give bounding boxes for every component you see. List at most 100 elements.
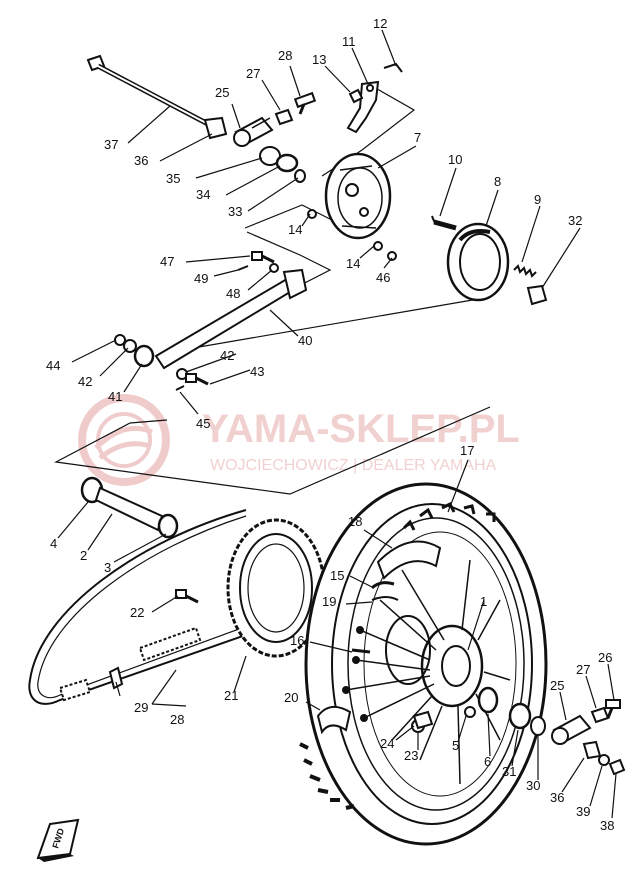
callout-38: 38 <box>600 818 614 833</box>
brake-shoe-8 <box>446 222 510 302</box>
line-art <box>28 29 626 846</box>
nut-27-upper <box>274 108 294 126</box>
chain-adjuster-25-right <box>551 714 592 745</box>
collar-41 <box>133 344 155 368</box>
bolt-47 <box>251 251 275 264</box>
callout-27b: 27 <box>576 662 590 677</box>
callout-26: 26 <box>598 650 612 665</box>
callout-47: 47 <box>160 254 174 269</box>
brake-cam-10 <box>431 215 457 231</box>
callout-7: 7 <box>414 130 421 145</box>
box-outer <box>169 296 491 353</box>
collar-3 <box>157 513 179 539</box>
callout-4: 4 <box>50 536 57 551</box>
callout-37: 37 <box>104 137 118 152</box>
bearing-5 <box>464 706 476 718</box>
callout-43: 43 <box>250 364 264 379</box>
callout-34: 34 <box>196 187 210 202</box>
box-upper-b <box>244 204 333 229</box>
bolt-43 <box>185 373 209 386</box>
callout-9: 9 <box>534 192 541 207</box>
callout-25b: 25 <box>550 678 564 693</box>
washer-39 <box>598 754 610 766</box>
callout-36b: 36 <box>550 790 564 805</box>
callout-42a: 42 <box>78 374 92 389</box>
callout-29: 29 <box>134 700 148 715</box>
callout-16: 16 <box>290 633 304 648</box>
bolt-28-upper <box>293 91 317 115</box>
seal-31 <box>508 702 532 730</box>
callout-33: 33 <box>228 204 242 219</box>
rim-19 <box>371 596 399 601</box>
bolt-22 <box>175 589 199 604</box>
nut-14-b <box>373 241 383 251</box>
collar-24 <box>412 710 434 730</box>
callout-39: 39 <box>576 804 590 819</box>
callout-23: 23 <box>404 748 418 763</box>
callout-19: 19 <box>322 594 336 609</box>
callout-13: 13 <box>312 52 326 67</box>
chain-adjuster-25 <box>233 116 274 147</box>
cam-lever-11 <box>346 80 380 134</box>
drive-chain-28 <box>28 509 261 705</box>
callout-12: 12 <box>373 16 387 31</box>
brake-plate-7 <box>324 152 392 240</box>
watermark: YAMA-SKLEP.PL WOJCIECHOWICZ | DEALER YAM… <box>78 394 520 486</box>
callout-45: 45 <box>196 416 210 431</box>
callout-3: 3 <box>104 560 111 575</box>
callout-36: 36 <box>134 153 148 168</box>
spring-9 <box>513 264 537 278</box>
nut-13 <box>348 88 364 104</box>
callout-31: 31 <box>502 764 516 779</box>
rim-lock-20 <box>316 705 352 735</box>
forward-arrow-icon: FWD <box>36 818 80 862</box>
tube-18 <box>376 540 442 580</box>
callout-11: 11 <box>342 34 356 49</box>
sprocket-21 <box>226 518 326 658</box>
tension-bar-40 <box>154 268 308 370</box>
pin-38 <box>608 758 626 776</box>
callout-28b: 28 <box>170 712 184 727</box>
nut-36-right <box>582 740 602 760</box>
callout-10: 10 <box>448 152 462 167</box>
callout-14b: 14 <box>346 256 360 271</box>
callout-49: 49 <box>194 271 208 286</box>
callout-2: 2 <box>80 548 87 563</box>
pin-45 <box>175 385 185 391</box>
callout-35: 35 <box>166 171 180 186</box>
callout-6: 6 <box>484 754 491 769</box>
rear-wheel-1 <box>299 482 548 846</box>
bolt-26 <box>605 699 621 719</box>
pin-49 <box>237 265 249 271</box>
callout-8: 8 <box>494 174 501 189</box>
callout-17: 17 <box>460 443 474 458</box>
nut-14-a <box>307 209 317 219</box>
callout-32: 32 <box>568 213 582 228</box>
callout-21: 21 <box>224 688 238 703</box>
callouts: 12 11 13 28 27 25 37 36 35 34 33 7 10 8 … <box>46 16 614 833</box>
callout-1: 1 <box>480 594 487 609</box>
seal-34 <box>275 153 299 173</box>
axle-37 <box>86 54 228 140</box>
nut-27-right <box>590 706 610 724</box>
nut-46 <box>387 251 397 261</box>
callout-48: 48 <box>226 286 240 301</box>
callout-18: 18 <box>348 514 362 529</box>
spacer-2 <box>94 486 164 532</box>
callout-44: 44 <box>46 358 60 373</box>
watermark-logo-icon <box>78 394 170 486</box>
watermark-brand: YAMA-SKLEP.PL <box>202 407 520 451</box>
callout-40: 40 <box>298 333 312 348</box>
bolt-12 <box>383 62 403 73</box>
callout-25: 25 <box>215 85 229 100</box>
nut-32 <box>526 284 548 306</box>
callout-5: 5 <box>452 738 459 753</box>
callout-42b: 42 <box>220 348 234 363</box>
callout-46: 46 <box>376 270 390 285</box>
rim-band-15 <box>370 581 395 590</box>
callout-14a: 14 <box>288 222 302 237</box>
callout-22: 22 <box>130 605 144 620</box>
callout-20: 20 <box>284 690 298 705</box>
callout-30: 30 <box>526 778 540 793</box>
